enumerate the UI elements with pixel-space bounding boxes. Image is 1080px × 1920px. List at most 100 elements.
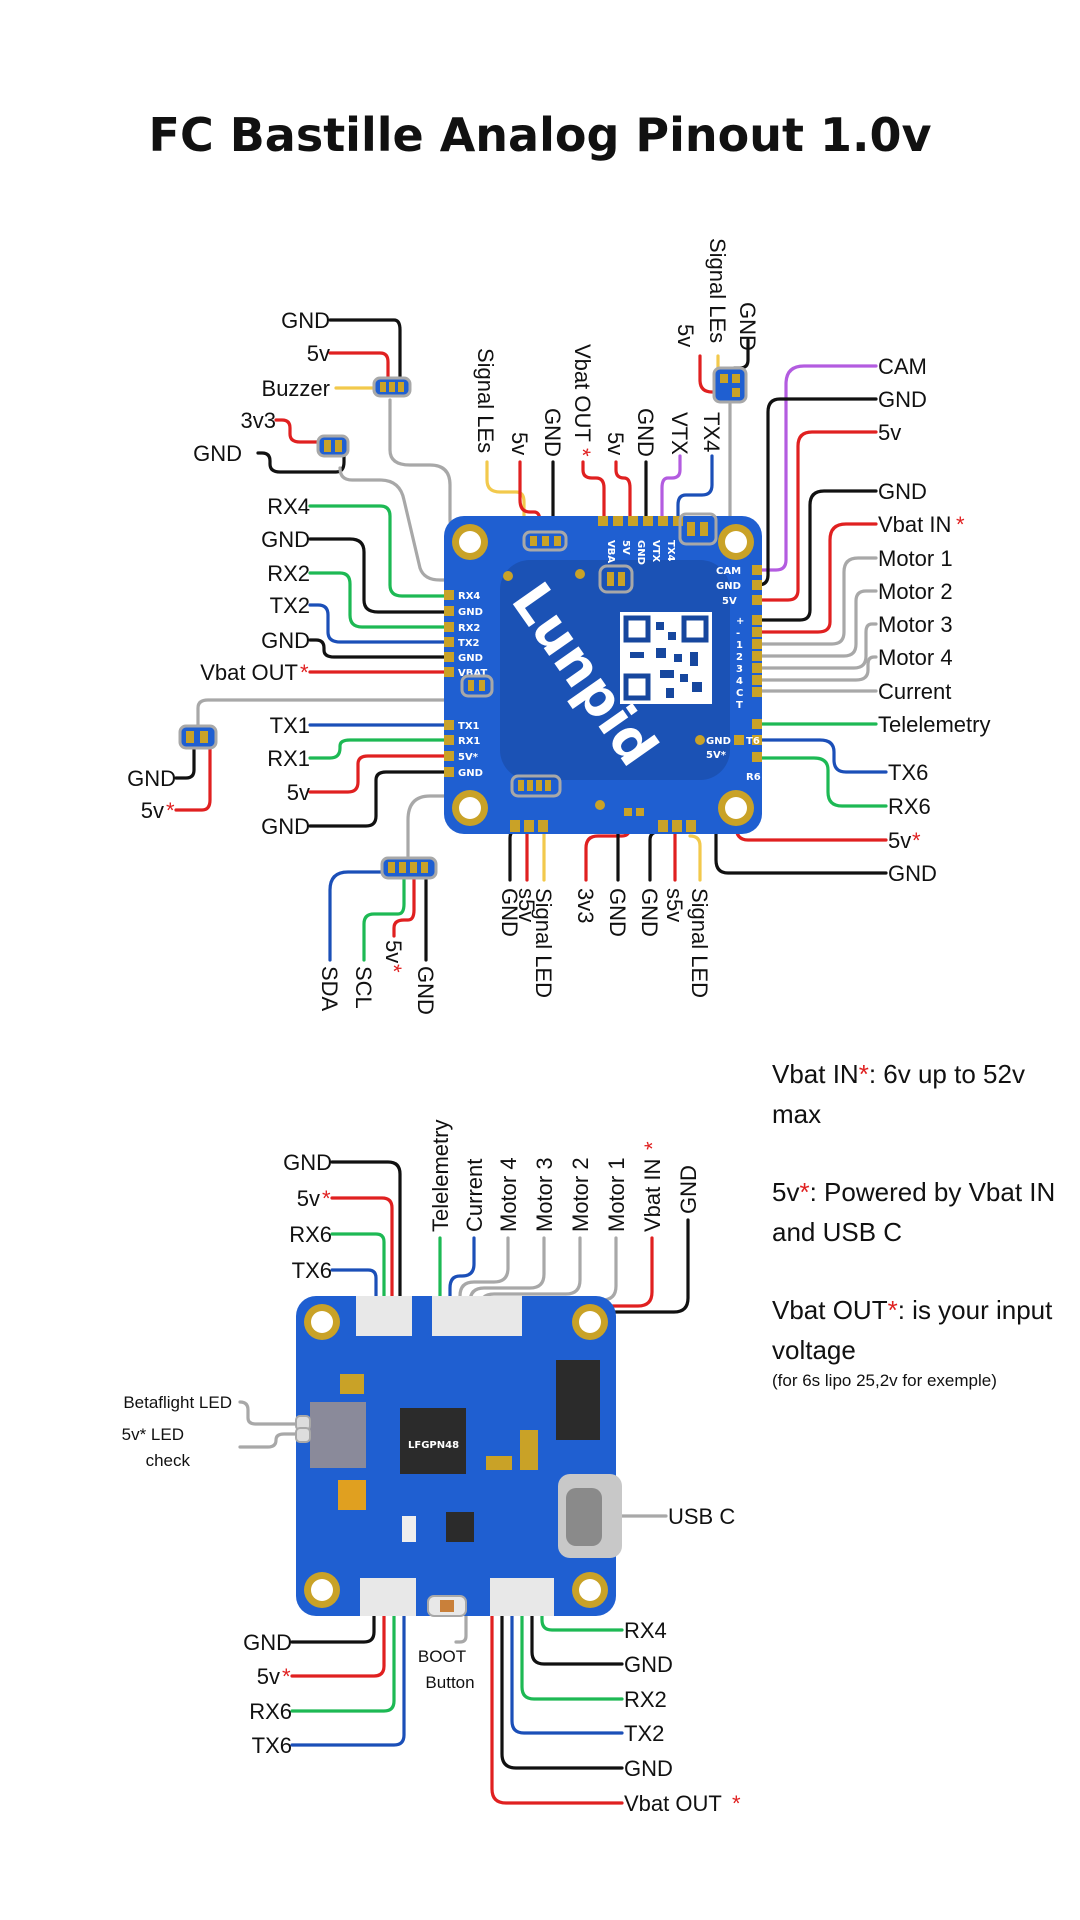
label-gnd: GND: [281, 308, 330, 333]
mounting-hole: [572, 1304, 608, 1340]
silk-4: 4: [736, 676, 743, 687]
label-5v: 5v: [297, 1186, 320, 1211]
wire-gnd-b-br: [500, 1586, 624, 1770]
label-rx4: RX4: [624, 1618, 667, 1643]
wire-3v3-grey: [338, 466, 602, 582]
note-text: : 6v up to 52v max: [772, 1059, 1025, 1129]
wire-motor2: [752, 589, 878, 658]
star-marker: *: [322, 1186, 331, 1211]
page-title: FC Bastille Analog Pinout 1.0v: [148, 108, 932, 162]
note-subtext: (for 6s lipo 25,2v for exemple): [772, 1371, 997, 1390]
label-telemetry: Telelemetry: [878, 712, 990, 737]
boot-button-core: [440, 1600, 454, 1612]
label-tx2: TX2: [270, 593, 310, 618]
capacitor: [352, 1480, 366, 1510]
bottom-pads: [510, 774, 696, 832]
silk-gnd: GND: [716, 581, 741, 592]
wire-vtx: [660, 454, 682, 524]
silk-5v: 5V: [620, 540, 631, 555]
wire-rx6: [752, 756, 888, 808]
silk-plus: +: [736, 616, 744, 627]
note-label: Vbat OUT: [772, 1295, 888, 1325]
label-gnd: GND: [624, 1756, 673, 1781]
label-5v: 5v: [888, 828, 911, 853]
note-text: : Powered by Vbat IN and USB C: [772, 1177, 1056, 1247]
star-marker: *: [381, 964, 406, 973]
label-gnd: GND: [413, 966, 438, 1015]
silk-r6: R6: [746, 772, 761, 783]
silk-minus: -: [736, 628, 740, 639]
wire-mid-grey: [196, 682, 480, 732]
star-marker: *: [640, 1141, 665, 1150]
silk-2: 2: [736, 652, 743, 663]
wire-gnd-bottom: [508, 828, 520, 882]
silk-gnd: GND: [458, 653, 483, 664]
label-buzzer: Buzzer: [262, 376, 330, 401]
wire-5v-mid: [174, 738, 212, 812]
silk-tx2: TX2: [458, 638, 480, 649]
silk-rx4: RX4: [458, 591, 480, 602]
label-betaflight-led: Betaflight LED: [123, 1393, 232, 1412]
label-rx6: RX6: [289, 1222, 332, 1247]
label-5v: 5v: [287, 780, 310, 805]
note-5v: 5v*: Powered by Vbat IN and USB C: [772, 1172, 1072, 1252]
silk-gnd: GND: [706, 736, 731, 747]
silk-c: C: [736, 688, 743, 699]
wire-motor3: [752, 622, 878, 670]
mid-left-connector: [178, 724, 218, 750]
silk-vba: VBA: [605, 540, 616, 563]
wire-5v-top-c: [698, 354, 726, 394]
wire-rx4-br: [540, 1586, 624, 1632]
wire-boot: [454, 1612, 468, 1644]
component: [520, 1430, 538, 1470]
mid-connector: [460, 564, 634, 698]
3v3-connector: [316, 434, 350, 458]
label-telemetry: Telelemetry: [428, 1120, 453, 1232]
board-dot: [503, 571, 513, 581]
bottom-board: LFGPN48: [295, 1296, 622, 1617]
label-gnd: GND: [735, 302, 760, 351]
wire-motor1: [752, 556, 878, 646]
star-marker: *: [912, 828, 921, 853]
star-marker: *: [300, 660, 309, 685]
wire-tx2: [308, 603, 448, 644]
label-tx2: TX2: [624, 1721, 664, 1746]
label-5v: 5v: [257, 1664, 280, 1689]
buzzer-connector: [372, 376, 412, 398]
wire-gnd-r-c: [714, 743, 888, 875]
label-gnd: GND: [261, 527, 310, 552]
silk-3: 3: [736, 664, 743, 675]
silk-gnd: GND: [635, 540, 646, 565]
notes-panel: Vbat IN*: 6v up to 52v max 5v*: Powered …: [772, 1054, 1072, 1430]
wire-5v-c: [308, 754, 448, 794]
wire-gnd-bv: [330, 1160, 402, 1338]
wire-gnd-r-a: [752, 397, 878, 587]
wire-current-bv: [448, 1236, 476, 1338]
wire-tx6: [752, 738, 888, 774]
label-5v: 5v: [673, 324, 698, 347]
label-3v3: 3v3: [573, 888, 598, 923]
wire-rx1: [308, 738, 448, 760]
wire-motor4-bv: [458, 1236, 510, 1338]
mounting-hole: [452, 524, 488, 560]
component: [486, 1456, 512, 1470]
chip-small: [446, 1512, 474, 1542]
label-5v-led: 5v* LED: [122, 1425, 184, 1444]
label-vtx: VTX: [667, 412, 692, 455]
label-gnd: GND: [605, 888, 630, 937]
wire-rx2-br: [520, 1586, 624, 1701]
label-motor4: Motor 4: [496, 1157, 521, 1232]
label-vbat-out: Vbat OUT: [570, 344, 595, 442]
wire-buzzer-grey: [388, 398, 522, 538]
connector-bottom-left: [360, 1578, 416, 1616]
label-boot: BOOT: [418, 1647, 466, 1666]
connector-top-left: [356, 1296, 412, 1336]
label-5v: 5v: [141, 798, 164, 823]
wire-rx6-bv: [330, 1232, 386, 1338]
wire-5v-i2c: [392, 872, 416, 938]
top-pads: VBA 5V GND VTX TX4: [522, 512, 718, 565]
wire-gnd-mid: [174, 738, 196, 780]
silk-vtx: VTX: [650, 540, 661, 563]
board-dot: [575, 569, 585, 579]
